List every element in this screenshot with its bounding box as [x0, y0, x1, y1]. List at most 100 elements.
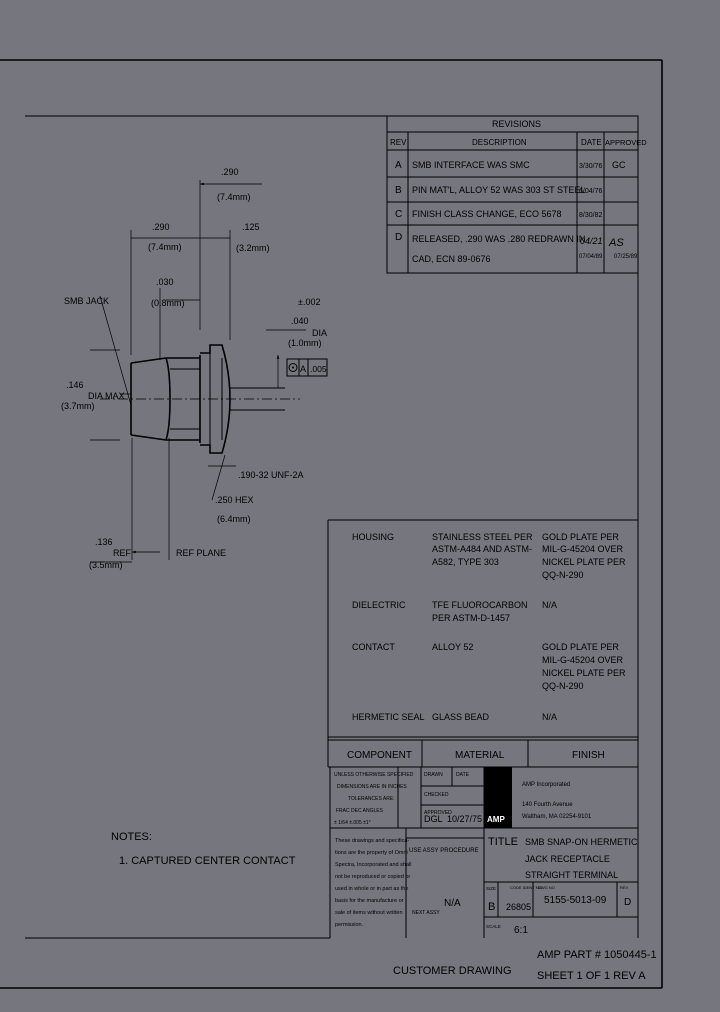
dim-body-dia-mm: (3.7mm) — [61, 401, 95, 411]
material-component: CONTACT — [352, 642, 395, 652]
fcf-tolerance: .005 — [310, 364, 327, 374]
material-spec: STAINLESS STEEL PER — [432, 532, 533, 542]
dim-thread: .125 — [242, 222, 260, 232]
material-finish: NICKEL PLATE PER — [542, 668, 626, 678]
company-address: 140 Fourth Avenue — [522, 802, 573, 808]
rev-desc-cell: PIN MAT'L, ALLOY 52 WAS 303 ST STEEL — [412, 185, 585, 195]
rev-cell: D — [395, 232, 402, 243]
dim-pin-mm: (1.0mm) — [288, 338, 322, 348]
tolerance-note: FRAC DEC ANGLES — [336, 808, 384, 814]
drawn-date: 10/27/75 — [447, 814, 482, 824]
tolerance-note: UNLESS OTHERWISE SPECIFIED — [334, 772, 414, 778]
tolerance-note: DIMENSIONS ARE IN INCHES — [337, 784, 407, 790]
notes: NOTES: 1. CAPTURED CENTER CONTACT — [111, 831, 296, 867]
scale-value: 6:1 — [514, 925, 528, 936]
feature-control-frame: A .005 — [286, 358, 328, 377]
code-label: CODE IDENT NO — [510, 885, 542, 890]
approved-header: APPROVED — [605, 138, 647, 147]
rev-header: REV — [390, 138, 407, 147]
checked-label: CHECKED — [424, 792, 449, 798]
date-header: DATE — [581, 138, 602, 147]
dim-body: .290 — [152, 222, 170, 232]
material-spec: ASTM-A484 AND ASTM- — [432, 544, 532, 554]
title-label: TITLE — [488, 836, 518, 848]
rev-approved-cell: 07/25/89 — [614, 254, 638, 260]
material-finish: N/A — [542, 600, 557, 610]
proprietary-note: Spectra, Incorporated and shall — [335, 862, 411, 868]
rev-label: REV — [620, 885, 629, 890]
proprietary-note: not be reproduced or copied or — [335, 874, 410, 880]
size-label: SIZE — [486, 886, 496, 891]
dim-thread-mm: (3.2mm) — [236, 243, 270, 253]
material-finish: GOLD PLATE PER — [542, 532, 619, 542]
dim-tolerance: ±.002 — [298, 297, 320, 307]
ref-plane-label: REF PLANE — [176, 548, 226, 558]
approved-label: APPROVED — [424, 810, 452, 816]
hex-callout-mm: (6.4mm) — [217, 514, 251, 524]
amp-logo: AMP — [487, 815, 505, 824]
rev-date-cell: 07/04/89 — [579, 254, 603, 260]
dim-groove-mm: (0.8mm) — [151, 298, 185, 308]
notes-title: NOTES: — [111, 831, 152, 843]
tolerance-note: TOLERANCES ARE: — [348, 796, 395, 802]
material-component: HERMETIC SEAL — [352, 712, 425, 722]
material-finish: MIL-G-45204 OVER — [542, 544, 624, 554]
material-spec: A582, TYPE 303 — [432, 557, 499, 567]
dim-body-mm: (7.4mm) — [148, 242, 182, 252]
material-finish: N/A — [542, 712, 557, 722]
company-name: AMP Incorporated — [522, 782, 570, 788]
material-finish: MIL-G-45204 OVER — [542, 655, 624, 665]
size-value: B — [488, 901, 495, 913]
proprietary-note: basis for the manufacture or — [335, 898, 404, 904]
rev-value: D — [624, 897, 631, 908]
material-spec: GLASS BEAD — [432, 712, 490, 722]
dim-groove: .030 — [156, 277, 174, 287]
footer: CUSTOMER DRAWING AMP PART # 1050445-1 SH… — [393, 949, 657, 982]
rev-cell: B — [395, 185, 402, 196]
dim-pin-dia: DIA — [312, 328, 327, 338]
date-label: DATE — [456, 772, 470, 778]
dwg-number: 5155-5013-09 — [544, 895, 607, 906]
rev-approved-cell: AS — [608, 237, 624, 249]
component-header: COMPONENT — [347, 750, 412, 761]
finish-header: FINISH — [572, 750, 605, 761]
hex-callout: .250 HEX — [215, 495, 254, 505]
use-assy-note: USE ASSY PROCEDURE — [409, 848, 479, 854]
drawn-label: DRAWN — [424, 772, 443, 778]
title-block: UNLESS OTHERWISE SPECIFIED DIMENSIONS AR… — [329, 767, 639, 938]
proprietary-note: These drawings and specifica- — [335, 838, 409, 844]
proprietary-note: sale of items without written — [335, 910, 403, 916]
dim-body-dia: .146 — [66, 380, 84, 390]
revisions-table: REVISIONS REV DESCRIPTION DATE APPROVED … — [386, 115, 647, 274]
next-assy-label: NEXT ASSY — [412, 910, 440, 916]
proprietary-note: used in whole or in part as the — [335, 886, 408, 892]
rev-approved-cell: GC — [612, 160, 626, 170]
connector-outline — [100, 344, 300, 454]
rev-desc-cell: FINISH CLASS CHANGE, ECO 5678 — [412, 209, 562, 219]
code-value: 26805 — [506, 902, 531, 912]
rev-date-cell: 6/04/76 — [579, 188, 602, 195]
dim-ref-label: REF — [113, 548, 132, 558]
sheet-info: SHEET 1 OF 1 REV A — [537, 970, 646, 982]
dim-pin: .040 — [291, 316, 309, 326]
drawing-title: STRAIGHT TERMINAL — [525, 870, 618, 880]
rev-desc-cell: CAD, ECN 89-0676 — [412, 254, 491, 264]
proprietary-note: tions are the property of Omni — [335, 850, 408, 856]
material-spec: ALLOY 52 — [432, 642, 473, 652]
drawn-by: DGL — [424, 814, 443, 824]
rev-cell: A — [395, 160, 402, 171]
revisions-title: REVISIONS — [492, 119, 541, 129]
drawing-title: SMB SNAP-ON HERMETIC — [525, 837, 638, 847]
dim-body-dia-label: DIA MAX — [88, 391, 125, 401]
dimension-lines — [90, 180, 306, 563]
dim-ref-mm: (3.5mm) — [89, 560, 123, 570]
amp-part-number: AMP PART # 1050445-1 — [537, 949, 657, 961]
rev-desc-cell: SMB INTERFACE WAS SMC — [412, 160, 530, 170]
proprietary-note: permission. — [335, 922, 364, 928]
dim-overall: .290 — [221, 167, 239, 177]
material-spec: TFE FLUOROCARBON — [432, 600, 528, 610]
sheet-border — [0, 59, 663, 989]
note-item: 1. CAPTURED CENTER CONTACT — [119, 855, 296, 867]
description-header: DESCRIPTION — [472, 138, 527, 147]
company-city: Waltham, MA 02254-9101 — [522, 814, 592, 820]
